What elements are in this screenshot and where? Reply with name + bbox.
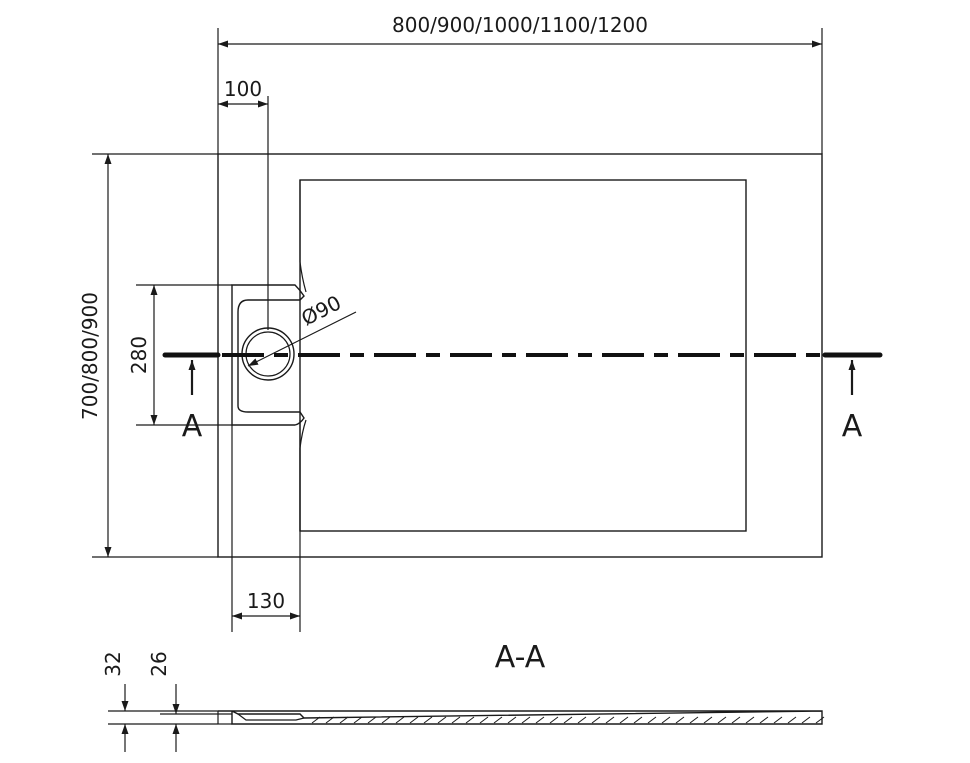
section-marker-right: A bbox=[842, 409, 863, 444]
hatch-line bbox=[647, 716, 657, 724]
section-hatch bbox=[311, 716, 825, 724]
hatch-line bbox=[465, 716, 475, 724]
total-height-label: 32 bbox=[101, 651, 125, 676]
hatch-line bbox=[815, 716, 825, 724]
hatch-line bbox=[717, 716, 727, 724]
hatch-line bbox=[437, 716, 447, 724]
slope-edge-bottom bbox=[299, 419, 307, 531]
depth-label: 700/800/900 bbox=[78, 292, 102, 420]
channel-width-dimension: 130 bbox=[231, 420, 301, 632]
section-view: A-A bbox=[108, 640, 825, 725]
drain-offset-label: 100 bbox=[224, 77, 262, 101]
inner-height-dimension: 26 bbox=[147, 651, 180, 752]
hatch-line bbox=[605, 716, 615, 724]
section-profile bbox=[218, 710, 823, 725]
section-marker-left: A bbox=[182, 409, 203, 444]
hatch-line bbox=[423, 716, 433, 724]
hatch-line bbox=[325, 716, 335, 724]
hatch-line bbox=[479, 716, 489, 724]
channel-length-label: 280 bbox=[127, 336, 151, 374]
drain-channel bbox=[231, 284, 305, 426]
hatch-line bbox=[577, 716, 587, 724]
hatch-line bbox=[549, 716, 559, 724]
hatch-line bbox=[563, 716, 573, 724]
total-height-dimension: 32 bbox=[101, 651, 129, 752]
hatch-line bbox=[339, 716, 349, 724]
slope-edge-top bbox=[299, 180, 307, 293]
hatch-line bbox=[731, 716, 741, 724]
hatch-line bbox=[801, 716, 811, 724]
hatch-line bbox=[535, 716, 545, 724]
hatch-line bbox=[675, 716, 685, 724]
hatch-line bbox=[591, 716, 601, 724]
hatch-line bbox=[689, 716, 699, 724]
hatch-line bbox=[619, 716, 629, 724]
hatch-line bbox=[493, 716, 503, 724]
hatch-line bbox=[521, 716, 531, 724]
width-label: 800/900/1000/1100/1200 bbox=[392, 13, 648, 37]
hatch-line bbox=[759, 716, 769, 724]
hatch-line bbox=[353, 716, 363, 724]
hatch-line bbox=[395, 716, 405, 724]
inner-height-label: 26 bbox=[147, 651, 171, 676]
drain-offset-dimension: 100 bbox=[218, 77, 269, 330]
hatch-line bbox=[787, 716, 797, 724]
channel-width-label: 130 bbox=[247, 589, 285, 613]
hatch-line bbox=[311, 716, 321, 724]
hatch-line bbox=[773, 716, 783, 724]
hatch-line bbox=[661, 716, 671, 724]
hatch-line bbox=[745, 716, 755, 724]
width-dimension: 800/900/1000/1100/1200 bbox=[217, 13, 823, 154]
hatch-line bbox=[451, 716, 461, 724]
hatch-line bbox=[409, 716, 419, 724]
hatch-line bbox=[381, 716, 391, 724]
section-title: A-A bbox=[495, 640, 546, 675]
hatch-line bbox=[507, 716, 517, 724]
channel-length-dimension: 280 bbox=[127, 284, 232, 426]
hatch-line bbox=[633, 716, 643, 724]
section-cut-line: A A bbox=[162, 352, 883, 444]
hatch-line bbox=[703, 716, 713, 724]
depth-dimension: 700/800/900 bbox=[78, 153, 218, 558]
hatch-line bbox=[367, 716, 377, 724]
